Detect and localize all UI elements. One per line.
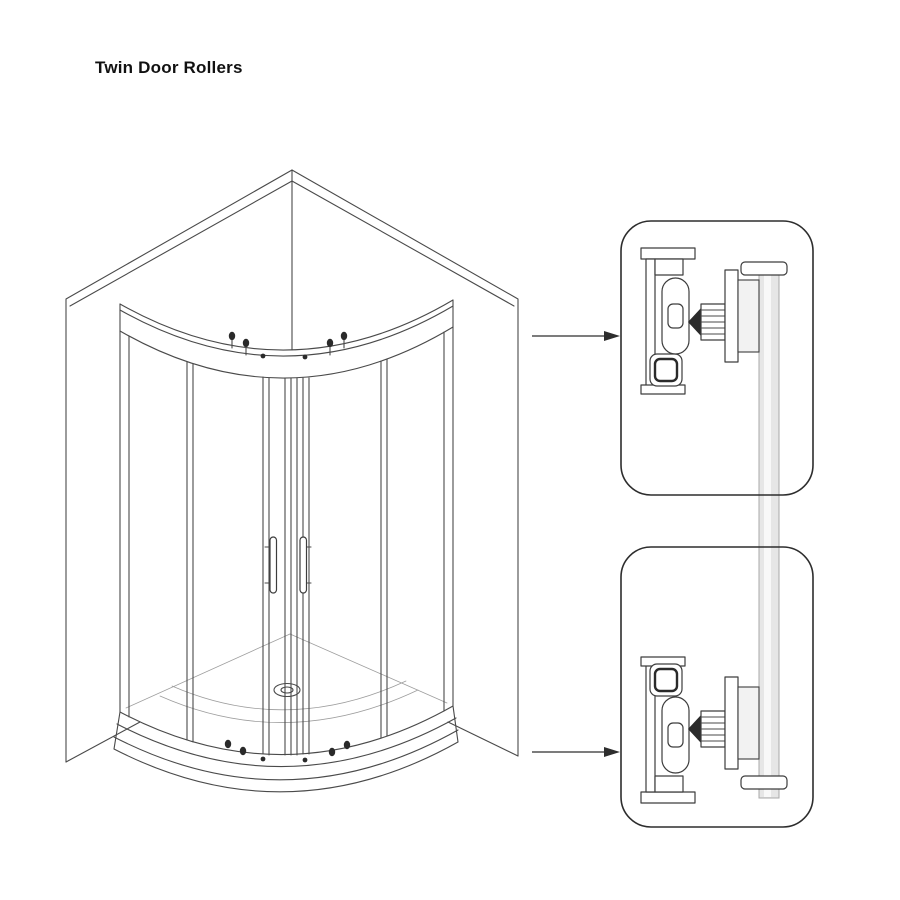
glass-clamp-bracket xyxy=(724,261,788,363)
glass-clamp-bracket xyxy=(724,676,788,790)
top-roller-callout xyxy=(620,220,814,496)
door-handle-left xyxy=(264,536,278,594)
page-title: Twin Door Rollers xyxy=(95,58,243,77)
bottom-callout-frame xyxy=(620,546,814,828)
frame-posts xyxy=(119,326,454,756)
top-callout-frame xyxy=(620,220,814,496)
roller-axle xyxy=(667,722,684,748)
drain xyxy=(273,682,301,698)
seal-channel xyxy=(649,353,683,387)
top-rail xyxy=(119,299,454,379)
bottom-rollers xyxy=(224,739,351,763)
door-handle-right xyxy=(299,536,312,594)
arrow-to-top-callout xyxy=(532,331,620,341)
bottom-roller-callout xyxy=(620,546,814,828)
glass-panel-section xyxy=(758,261,780,799)
corner-walls xyxy=(65,169,519,763)
roller-axle xyxy=(667,303,684,329)
arrow-to-bottom-callout xyxy=(532,747,620,757)
seal-rubber xyxy=(653,667,679,693)
bottom-track-profile xyxy=(640,656,696,804)
top-rollers xyxy=(228,331,348,360)
adjustment-screw xyxy=(688,303,726,341)
seal-channel xyxy=(649,663,683,697)
shower-tray xyxy=(113,633,459,793)
seal-rubber xyxy=(653,357,679,383)
top-track-profile xyxy=(640,247,696,395)
adjustment-screw xyxy=(688,710,726,748)
